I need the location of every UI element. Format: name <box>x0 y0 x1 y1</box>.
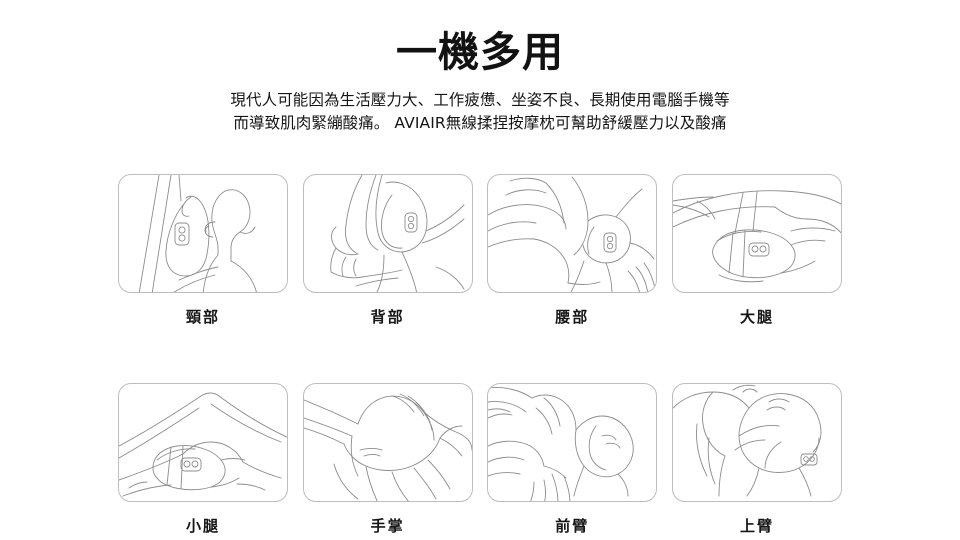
back-massage-illustration <box>329 175 465 292</box>
forearm-massage-illustration <box>488 387 634 501</box>
usage-card-upperarm[interactable]: 上臂 <box>671 383 842 535</box>
usage-card-label: 手掌 <box>370 517 405 535</box>
usage-card-back[interactable]: 背部 <box>302 174 473 326</box>
usage-card-grid: 頸部 <box>118 174 842 535</box>
card-frame[interactable] <box>671 174 842 293</box>
subtitle: 現代人可能因為生活壓力大、工作疲憊、坐姿不良、長期使用電腦手機等 而導致肌肉緊繃… <box>0 89 960 135</box>
usage-card-label: 前臂 <box>555 517 590 535</box>
usage-card-calf[interactable]: 小腿 <box>118 383 288 535</box>
card-frame[interactable] <box>118 174 288 293</box>
usage-card-label: 上臂 <box>739 517 774 535</box>
usage-card-neck[interactable]: 頸部 <box>118 174 288 326</box>
subtitle-line-2: 而導致肌肉緊繃酸痛。 AVIAIR無線揉捏按摩枕可幫助舒緩壓力以及酸痛 <box>233 114 727 132</box>
usage-card-label: 小腿 <box>185 517 220 535</box>
card-frame[interactable] <box>302 174 473 293</box>
usage-card-forearm[interactable]: 前臂 <box>487 383 658 535</box>
header: 一機多用 現代人可能因為生活壓力大、工作疲憊、坐姿不良、長期使用電腦手機等 而導… <box>0 26 960 135</box>
usage-card-waist[interactable]: 腰部 <box>487 174 658 326</box>
usage-card-label: 背部 <box>370 308 405 326</box>
card-frame[interactable] <box>671 383 842 502</box>
card-frame[interactable] <box>487 174 658 293</box>
card-row-1: 頸部 <box>118 174 842 326</box>
usage-card-label: 腰部 <box>555 308 590 326</box>
card-row-2: 小腿 <box>118 383 842 535</box>
waist-massage-illustration <box>488 176 657 292</box>
usage-card-thigh[interactable]: 大腿 <box>671 174 842 326</box>
calf-massage-illustration <box>119 392 287 497</box>
palm-massage-illustration <box>303 393 472 501</box>
usage-card-label: 大腿 <box>739 308 774 326</box>
upper-arm-massage-illustration <box>672 384 822 497</box>
neck-massage-illustration <box>138 175 257 292</box>
card-frame[interactable] <box>487 383 658 502</box>
subtitle-line-1: 現代人可能因為生活壓力大、工作疲憊、坐姿不良、長期使用電腦手機等 <box>230 91 730 109</box>
thigh-massage-illustration <box>672 190 841 283</box>
page-title: 一機多用 <box>396 28 564 76</box>
usage-card-label: 頸部 <box>185 308 220 326</box>
card-frame[interactable] <box>118 383 288 502</box>
card-frame[interactable] <box>302 383 473 502</box>
usage-card-palm[interactable]: 手掌 <box>302 383 473 535</box>
